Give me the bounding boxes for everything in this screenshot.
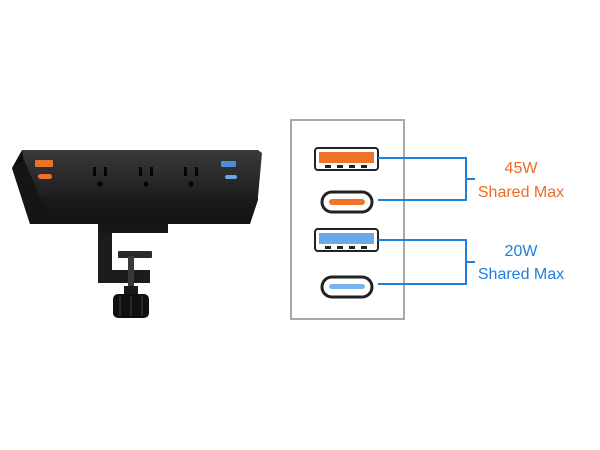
usb-c-fast-port xyxy=(38,174,52,179)
usb-a-fast-port xyxy=(35,160,53,167)
fast-group-caption: Shared Max xyxy=(477,184,565,201)
usb-c-fast-icon xyxy=(320,190,374,214)
clamp-pad xyxy=(118,251,152,258)
standard-group-wattage: 20W xyxy=(504,243,538,260)
fast-group-wattage: 45W xyxy=(504,160,538,177)
usb-c-standard-icon xyxy=(320,275,374,299)
power-strip-product-image xyxy=(12,150,262,318)
standard-group-caption: Shared Max xyxy=(477,266,565,283)
ac-outlet-2 xyxy=(139,167,153,187)
usb-c-standard-port xyxy=(225,175,237,179)
ac-outlet-1 xyxy=(93,167,107,187)
clamp-bracket xyxy=(98,224,150,283)
ac-outlet-3 xyxy=(184,167,198,187)
clamp-screw xyxy=(128,256,134,296)
usb-port-diagram-panel xyxy=(290,119,405,320)
fast-group-bracket xyxy=(378,157,475,201)
standard-group-bracket xyxy=(378,239,475,285)
usb-a-standard-port xyxy=(221,161,236,167)
